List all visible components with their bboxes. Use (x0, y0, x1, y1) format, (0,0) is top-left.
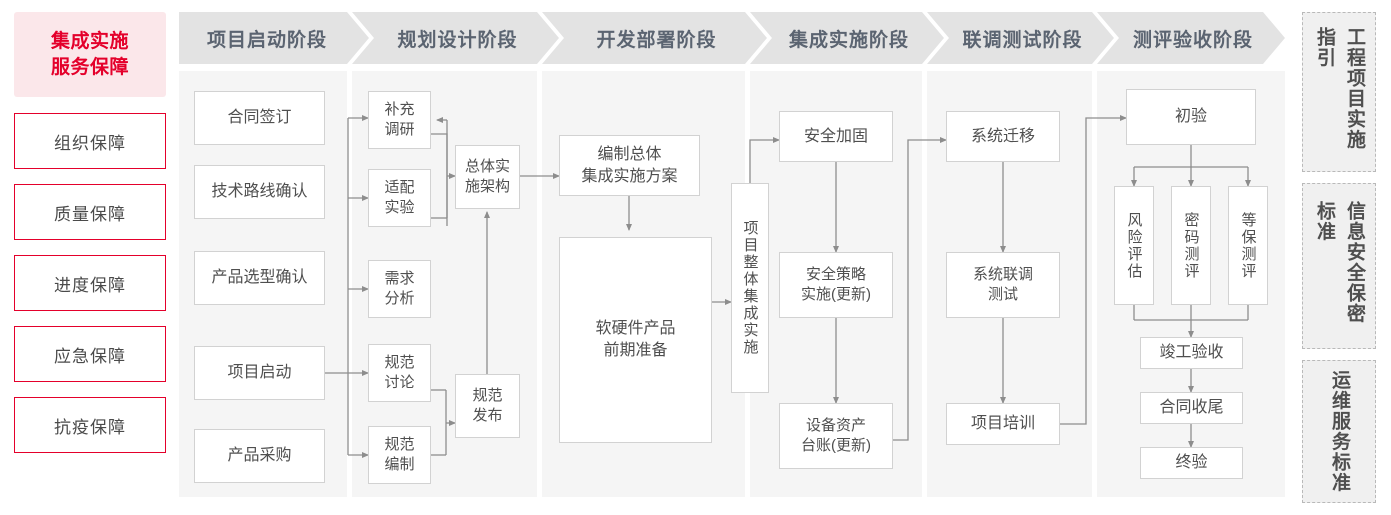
assurance-panel-title: 集成实施 服务保障 (14, 12, 166, 97)
node-system-joint-test[interactable]: 系统联调 测试 (946, 252, 1060, 318)
node-adaptation-experiment-l1: 适配 (384, 179, 415, 196)
node-risk-assessment[interactable]: 风险评估 (1114, 186, 1154, 305)
node-spec-drafting-l2: 编制 (384, 456, 415, 473)
sidebar-item-ops-standard[interactable]: 运维服务标准 (1302, 360, 1376, 503)
node-adaptation-experiment[interactable]: 适配 实验 (368, 169, 431, 227)
node-project-training[interactable]: 项目培训 (946, 403, 1060, 445)
assurance-item-emergency[interactable]: 应急保障 (14, 326, 166, 382)
node-asset-ledger[interactable]: 设备资产 台账(更新) (779, 403, 893, 469)
node-spec-publication-l2: 发布 (472, 407, 503, 424)
node-supplementary-research-l1: 补充 (384, 101, 415, 118)
node-hardware-software-prep-l1: 软硬件产品 (595, 320, 676, 337)
sidebar-item-security-standard[interactable]: 信息安全保密标准 (1302, 183, 1376, 349)
node-integration-plan-l2: 集成实施方案 (581, 167, 678, 185)
node-product-selection[interactable]: 产品选型确认 (194, 251, 325, 305)
phase-banner-1[interactable]: 项目启动阶段 (179, 12, 369, 64)
node-crypto-evaluation[interactable]: 密码测评 (1171, 186, 1211, 305)
sidebar-label-security-standard: 信息安全保密标准 (1314, 201, 1365, 324)
assurance-item-schedule[interactable]: 进度保障 (14, 255, 166, 311)
node-contract-closure[interactable]: 合同收尾 (1140, 392, 1243, 424)
assurance-item-epidemic[interactable]: 抗疫保障 (14, 397, 166, 453)
node-requirement-analysis-l2: 分析 (384, 290, 415, 307)
node-spec-discussion[interactable]: 规范 讨论 (368, 344, 431, 402)
node-hardware-software-prep-l2: 前期准备 (603, 342, 668, 359)
wire-asset-to-migration (893, 137, 947, 441)
node-tech-route-confirm[interactable]: 技术路线确认 (194, 165, 325, 219)
node-initial-acceptance[interactable]: 初验 (1126, 89, 1256, 145)
wire-integration-to-hardening (749, 137, 780, 183)
node-asset-ledger-l1: 设备资产 (805, 417, 866, 434)
node-security-policy-l1: 安全策略 (805, 266, 866, 283)
node-spec-drafting[interactable]: 规范 编制 (368, 426, 431, 484)
phase-banner-6[interactable]: 测评验收阶段 (1097, 12, 1285, 64)
node-overall-architecture-l1: 总体实 (464, 158, 510, 175)
sidebar-item-engineering-guideline[interactable]: 工程项目实施指引 (1302, 12, 1376, 172)
node-asset-ledger-l2: 台账(更新) (801, 437, 871, 454)
node-security-hardening[interactable]: 安全加固 (779, 111, 893, 162)
node-supplementary-research[interactable]: 补充 调研 (368, 91, 431, 149)
sidebar-label-engineering-guideline: 工程项目实施指引 (1314, 27, 1365, 150)
node-contract-signing[interactable]: 合同签订 (194, 91, 325, 145)
node-security-policy-implementation[interactable]: 安全策略 实施(更新) (779, 252, 893, 318)
phase-banner-2[interactable]: 规划设计阶段 (352, 12, 559, 64)
node-completion-acceptance[interactable]: 竣工验收 (1140, 337, 1243, 369)
node-adaptation-experiment-l2: 实验 (384, 199, 415, 216)
node-hardware-software-prep[interactable]: 软硬件产品 前期准备 (559, 237, 712, 443)
wire-supp-join (431, 133, 448, 226)
node-system-joint-test-l1: 系统联调 (972, 266, 1033, 283)
assurance-panel: 集成实施 服务保障 组织保障 质量保障 进度保障 应急保障 抗疫保障 (14, 12, 166, 503)
node-spec-publication-l1: 规范 (472, 387, 503, 404)
node-security-policy-l2: 实施(更新) (801, 286, 871, 303)
node-overall-architecture[interactable]: 总体实 施架构 (455, 145, 520, 209)
assurance-item-quality[interactable]: 质量保障 (14, 184, 166, 240)
node-spec-discussion-l1: 规范 (384, 354, 415, 371)
assurance-title-line1: 集成实施 (50, 30, 129, 52)
node-project-launch[interactable]: 项目启动 (194, 346, 325, 400)
assurance-title-line2: 服务保障 (50, 56, 129, 78)
node-spec-publication[interactable]: 规范 发布 (455, 374, 520, 438)
node-overall-architecture-l2: 施架构 (464, 178, 510, 195)
node-final-acceptance[interactable]: 终验 (1140, 447, 1243, 479)
node-integration-plan[interactable]: 编制总体 集成实施方案 (559, 135, 700, 196)
node-overall-integration[interactable]: 项目整体集成实施 (731, 183, 769, 393)
phase-banner-3[interactable]: 开发部署阶段 (542, 12, 767, 64)
node-product-purchase[interactable]: 产品采购 (194, 429, 325, 483)
sidebar-label-ops-standard: 运维服务标准 (1329, 370, 1350, 493)
node-spec-discussion-l2: 讨论 (384, 374, 415, 391)
phase-banner-5[interactable]: 联调测试阶段 (927, 12, 1114, 64)
node-requirement-analysis[interactable]: 需求 分析 (368, 260, 431, 318)
phase-banner-4[interactable]: 集成实施阶段 (750, 12, 944, 64)
node-spec-drafting-l1: 规范 (384, 436, 415, 453)
node-supplementary-research-l2: 调研 (384, 121, 415, 138)
node-system-joint-test-l2: 测试 (987, 286, 1018, 303)
node-requirement-analysis-l1: 需求 (384, 270, 415, 287)
wire-training-to-initial-acceptance (1058, 115, 1127, 425)
assurance-item-organization[interactable]: 组织保障 (14, 113, 166, 169)
node-mlps-evaluation[interactable]: 等保测评 (1228, 186, 1268, 305)
node-system-migration[interactable]: 系统迁移 (946, 111, 1060, 162)
node-integration-plan-l1: 编制总体 (597, 145, 662, 163)
